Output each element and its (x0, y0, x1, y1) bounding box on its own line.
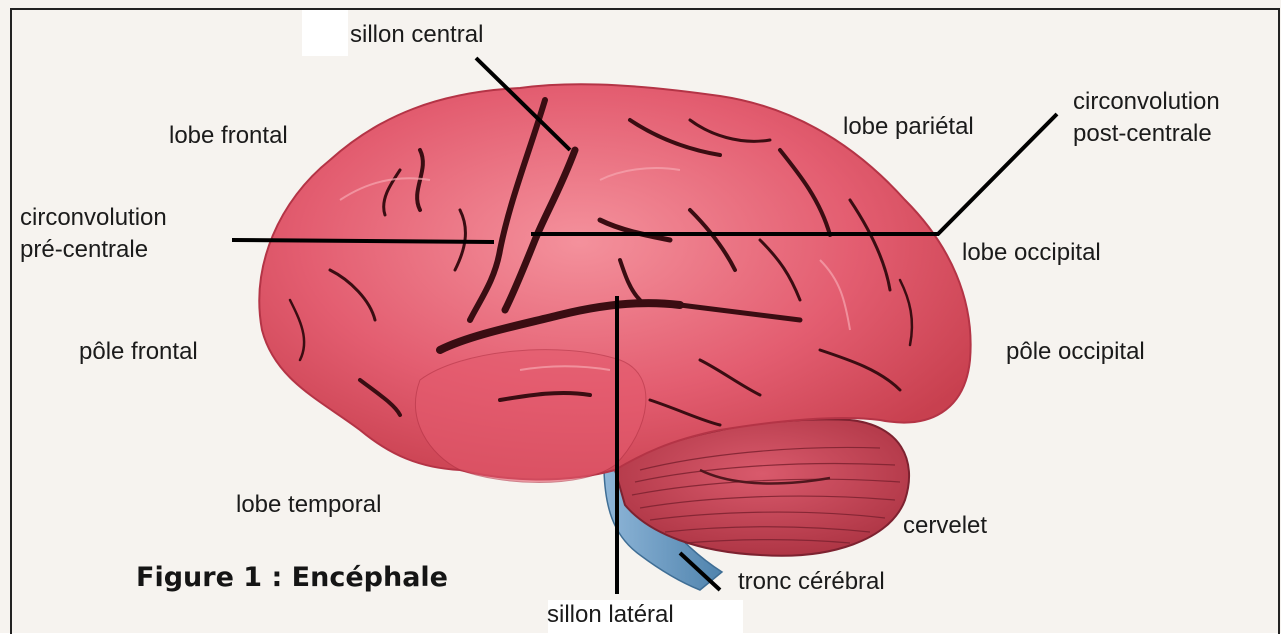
label-circonvolution-pre-centrale: circonvolution pré-centrale (20, 202, 167, 266)
temporal-lobe-shape (416, 350, 646, 483)
label-lobe-occipital: lobe occipital (962, 238, 1101, 268)
label-lobe-temporal: lobe temporal (236, 490, 381, 520)
figure-caption: Figure 1 : Encéphale (136, 562, 448, 593)
label-pole-frontal: pôle frontal (79, 337, 198, 367)
label-cervelet: cervelet (903, 511, 987, 541)
leader-circonvolution-pre-centrale (232, 240, 494, 242)
label-circonvolution-post-centrale: circonvolution post-centrale (1073, 86, 1220, 150)
label-pole-occipital: pôle occipital (1006, 337, 1145, 367)
label-lobe-frontal: lobe frontal (169, 121, 288, 151)
label-tronc-cerebral: tronc cérébral (738, 567, 885, 597)
label-sillon-lateral: sillon latéral (547, 600, 674, 630)
label-sillon-central: sillon central (350, 20, 483, 50)
label-lobe-parietal: lobe pariétal (843, 112, 974, 142)
